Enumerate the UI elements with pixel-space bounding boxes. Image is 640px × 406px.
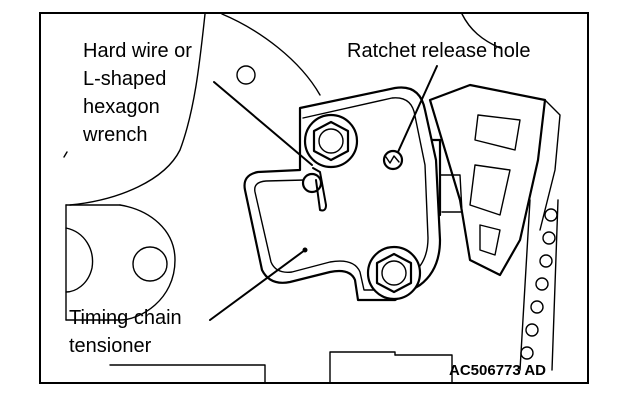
timing-chain	[519, 199, 559, 371]
label-tool-line-4: wrench	[82, 124, 147, 146]
leader-tool	[213, 81, 313, 166]
label-tool: Hard wire or L-shaped hexagon wrench	[82, 40, 192, 146]
label-tensioner-line-1: Timing chain	[69, 307, 182, 329]
label-tensioner: Timing chain tensioner	[69, 307, 182, 357]
leader-tensioner	[209, 249, 306, 321]
label-tool-line-2: L-shaped	[83, 68, 166, 90]
label-tool-line-3: hexagon	[83, 96, 160, 118]
label-tensioner-line-2: tensioner	[69, 335, 152, 357]
leader-tensioner-dot	[302, 247, 308, 253]
label-ratchet-release-hole: Ratchet release hole	[347, 40, 530, 62]
label-tool-line-1: Hard wire or	[83, 40, 192, 62]
leader-ratchet	[397, 65, 438, 153]
engine-casing	[65, 13, 501, 384]
figure-code: AC506773 AD	[449, 362, 546, 379]
